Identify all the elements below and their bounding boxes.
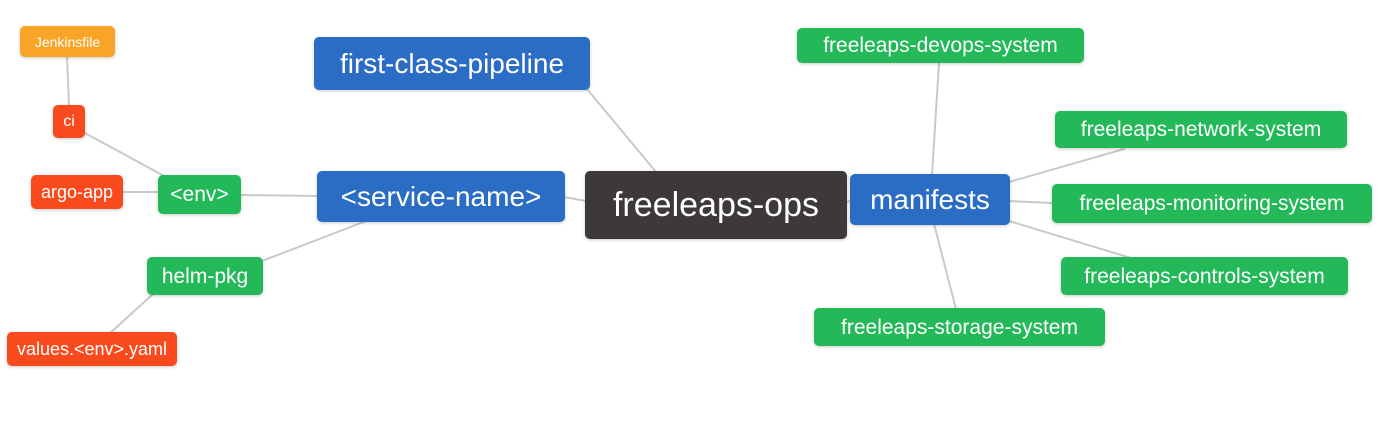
edge-manifests-storage: [933, 223, 957, 310]
node-network-system[interactable]: freeleaps-network-system: [1055, 111, 1347, 148]
edge-manifests-network: [1008, 148, 1125, 183]
node-argo-app[interactable]: argo-app: [31, 175, 123, 209]
edge-manifests-controls: [1008, 220, 1132, 259]
edge-helm-pkg-values: [108, 293, 154, 335]
edge-manifests-monitoring: [1008, 200, 1054, 204]
node-controls-system[interactable]: freeleaps-controls-system: [1061, 257, 1348, 295]
node-freeleaps-ops-root[interactable]: freeleaps-ops: [585, 171, 847, 239]
node-helm-pkg[interactable]: helm-pkg: [147, 257, 263, 295]
node-ci[interactable]: ci: [53, 105, 85, 138]
edge-pipeline-root: [586, 88, 657, 173]
node-first-class-pipeline[interactable]: first-class-pipeline: [314, 37, 590, 90]
node-storage-system[interactable]: freeleaps-storage-system: [814, 308, 1105, 346]
edge-env-service-name: [239, 194, 319, 197]
node-devops-system[interactable]: freeleaps-devops-system: [797, 28, 1084, 63]
edge-ci-env: [82, 131, 167, 178]
node-jenkinsfile[interactable]: Jenkinsfile: [20, 26, 115, 57]
node-manifests[interactable]: manifests: [850, 174, 1010, 225]
edge-service-name-helm-pkg: [261, 220, 367, 262]
edge-jenkinsfile-ci: [66, 56, 70, 107]
edge-manifests-devops: [931, 62, 940, 176]
node-values-env-yaml[interactable]: values.<env>.yaml: [7, 332, 177, 366]
edge-service-name-root: [563, 196, 587, 202]
node-monitoring-system[interactable]: freeleaps-monitoring-system: [1052, 184, 1372, 223]
node-env[interactable]: <env>: [158, 175, 241, 214]
node-service-name[interactable]: <service-name>: [317, 171, 565, 222]
